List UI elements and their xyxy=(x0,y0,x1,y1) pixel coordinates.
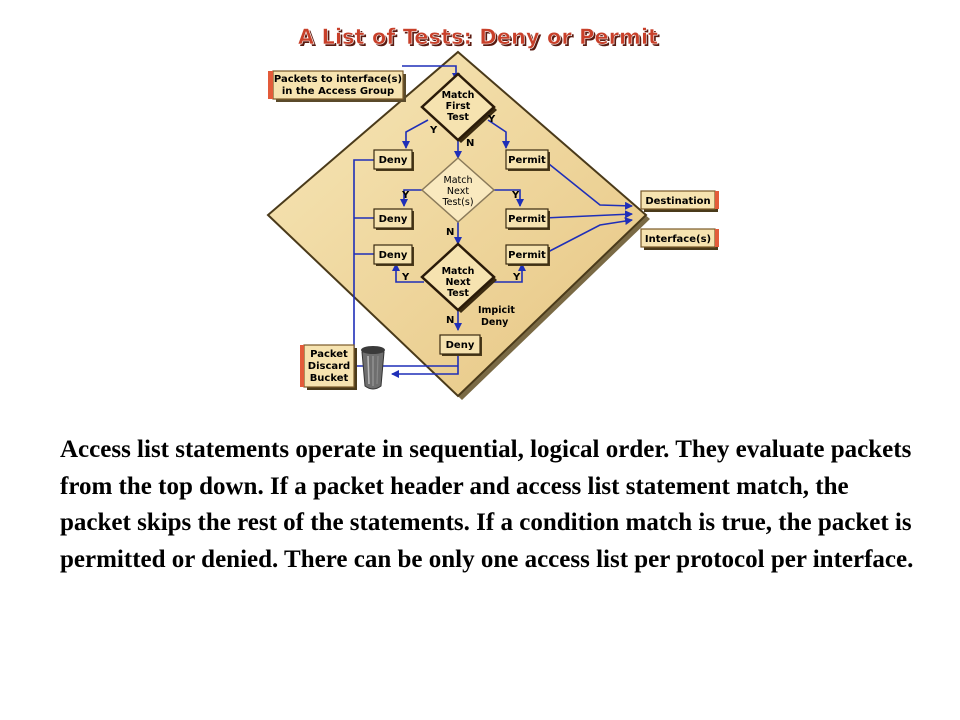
discard-line2: Discard xyxy=(308,361,350,372)
decision-last-test: Match Next Test xyxy=(420,242,497,313)
discard-bucket-box: Packet Discard Bucket xyxy=(300,344,357,390)
deny-label-1: Deny xyxy=(379,155,408,166)
deny-label-3: Deny xyxy=(379,250,408,261)
diamond-panel xyxy=(266,50,648,398)
first-test-line1: Match xyxy=(442,90,475,101)
permit-box-3: Permit xyxy=(505,244,550,266)
implicit-label-line2: Deny xyxy=(481,317,509,328)
last-test-line1: Match xyxy=(442,266,475,277)
first-test-line3: Test xyxy=(447,112,469,123)
permit-label-1: Permit xyxy=(508,155,546,166)
permit-box-2: Permit xyxy=(505,208,550,230)
last-test-line3: Test xyxy=(447,288,469,299)
yes-label-3a: Y xyxy=(401,272,410,283)
deny-box-3: Deny xyxy=(373,244,414,266)
packets-in-line2: in the Access Group xyxy=(282,86,394,97)
no-label-1: N xyxy=(466,138,474,149)
deny-box-2: Deny xyxy=(373,208,414,230)
packets-in-line1: Packets to interface(s) xyxy=(274,74,402,85)
yes-label-3b: Y xyxy=(512,272,521,283)
yes-label-2b: Y xyxy=(511,190,520,201)
decision-first-test: Match First Test xyxy=(420,72,497,143)
yes-label-1a: Y xyxy=(429,125,438,136)
no-label-3: N xyxy=(446,315,454,326)
flow-arrows xyxy=(353,65,633,378)
deny-box-1: Deny xyxy=(373,149,414,171)
destination-label: Destination xyxy=(645,196,710,207)
destination-box: Destination xyxy=(640,190,719,212)
deny-box-implicit: Deny xyxy=(439,334,482,356)
caption-text: Access list statements operate in sequen… xyxy=(60,436,914,573)
interface-label: Interface(s) xyxy=(645,234,711,245)
discard-line3: Bucket xyxy=(310,373,349,384)
discard-line1: Packet xyxy=(310,349,348,360)
implicit-label-line1: Impicit xyxy=(478,305,515,316)
last-test-line2: Next xyxy=(445,277,471,288)
deny-label-implicit: Deny xyxy=(446,340,475,351)
deny-label-2: Deny xyxy=(379,214,408,225)
yes-label-1b: Y xyxy=(487,114,496,125)
diagram-title-shadow: A List of Tests: Deny or Permit xyxy=(300,27,660,51)
permit-box-1: Permit xyxy=(505,149,550,171)
trash-can-icon xyxy=(361,346,385,390)
access-list-flow-diagram: A List of Tests: Deny or Permit A List o… xyxy=(266,25,719,400)
next-tests-line3: Test(s) xyxy=(441,197,473,208)
diagram-title: A List of Tests: Deny or Permit xyxy=(298,25,658,49)
packets-in-box: Packets to interface(s) in the Access Gr… xyxy=(268,70,406,102)
no-label-2: N xyxy=(446,227,454,238)
permit-label-2: Permit xyxy=(508,214,546,225)
next-tests-line1: Match xyxy=(444,175,473,186)
yes-label-2a: Y xyxy=(401,190,410,201)
branch-labels: Y Y N Y Y N Y Y N Impicit Deny xyxy=(401,114,521,328)
decision-next-tests: Match Next Test(s) xyxy=(420,156,496,224)
interface-box: Interface(s) xyxy=(640,228,719,250)
permit-label-3: Permit xyxy=(508,250,546,261)
next-tests-line2: Next xyxy=(447,186,469,197)
first-test-line2: First xyxy=(446,101,471,112)
